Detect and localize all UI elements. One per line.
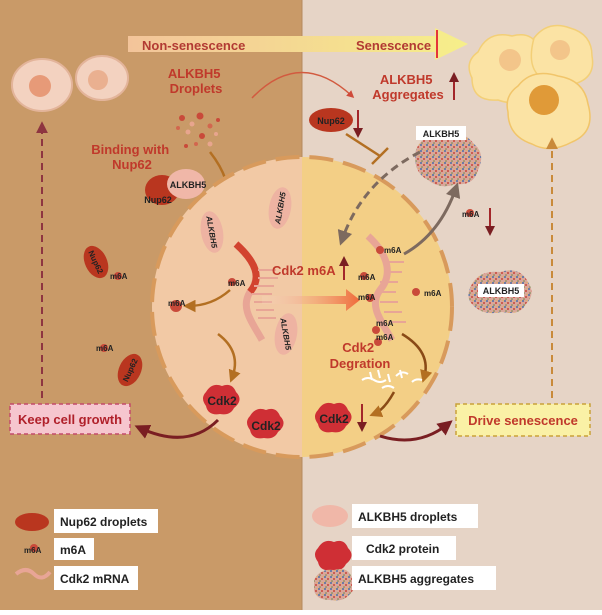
binding-with-nup62-label: Binding with Nup62 [91, 142, 173, 172]
svg-text:Nup62: Nup62 [317, 116, 345, 126]
svg-text:ALKBH5 aggregates: ALKBH5 aggregates [358, 572, 474, 586]
svg-text:m6A: m6A [424, 289, 442, 298]
nup62-cyto-1: Nup62 [83, 245, 109, 279]
alkbh5-aggregates-label: ALKBH5 Aggregates [372, 72, 444, 102]
svg-text:Cdk2: Cdk2 [251, 419, 281, 433]
translation-arrow [217, 333, 241, 383]
alkbh5-droplet-nucleus-2: ALKBH5 [268, 187, 292, 229]
center-gradient-arrow [262, 289, 360, 311]
cdk2-degration-label: Cdk2 Degration [330, 340, 391, 371]
svg-text:m6A: m6A [384, 246, 402, 255]
m6a-cyto-1: m6A [110, 272, 128, 281]
svg-text:m6A: m6A [376, 333, 394, 342]
svg-text:m6A: m6A [168, 299, 186, 308]
droplet-to-aggregate-arrow [251, 71, 355, 99]
cdk2-protein-left-2: Cdk2 [247, 408, 284, 439]
m6a-to-aggregate-arrow [403, 182, 461, 256]
alkbh5-aggregate-right: ALKBH5 [468, 270, 532, 314]
svg-text:Cdk2 mRNA: Cdk2 mRNA [60, 572, 130, 586]
alkbh5-droplet-cluster [176, 112, 220, 148]
svg-text:m6A: m6A [110, 272, 128, 281]
senescence-label: Senescence [356, 38, 431, 53]
svg-text:Cdk2: Cdk2 [207, 394, 237, 408]
svg-text:Cdk2: Cdk2 [319, 412, 349, 426]
svg-text:ALKBH5: ALKBH5 [170, 180, 207, 190]
svg-text:Cdk2 protein: Cdk2 protein [366, 542, 439, 556]
alkbh5-nup62-complex: ALKBH5 Nup62 [144, 169, 206, 205]
svg-text:ALKBH5: ALKBH5 [423, 129, 460, 139]
legend-cdk2-mrna: Cdk2 mRNA [14, 566, 138, 590]
m6a-label-on-mrna: m6A [228, 279, 246, 288]
degradation-to-cdk2-arrow [369, 391, 396, 418]
alkbh5-nuclear-import-dashed [337, 150, 421, 246]
legend-cdk2-protein: Cdk2 protein [315, 536, 456, 571]
keep-cell-growth-box: Keep cell growth [9, 403, 131, 435]
legend-alkbh5-aggregates: ALKBH5 aggregates [314, 566, 496, 601]
svg-text:Nup62 droplets: Nup62 droplets [60, 515, 148, 529]
m6a-removal-arrow [183, 289, 231, 313]
alkbh5-droplets-label: ALKBH5 Droplets [168, 66, 224, 96]
svg-text:m6A: m6A [462, 210, 480, 219]
m6a-dot [228, 278, 236, 286]
legend-alkbh5-droplets: ALKBH5 droplets [312, 504, 478, 528]
cdk2-to-growth-arrow [134, 418, 220, 439]
svg-text:ALKBH5 droplets: ALKBH5 droplets [358, 510, 458, 524]
nup62-right: Nup62 [309, 108, 353, 132]
svg-text:Nup62: Nup62 [144, 195, 172, 205]
m6a-released: m6A [168, 299, 186, 312]
alkbh5-droplet-nucleus-1: ALKBH5 [200, 211, 224, 253]
m6a-cyto-right: m6A [462, 209, 480, 219]
drive-senescence-box: Drive senescence [455, 403, 591, 437]
cdk2-protein-left-1: Cdk2 [203, 384, 240, 415]
alkbh5-droplet-nucleus-3: ALKBH5 [274, 313, 298, 355]
svg-text:ALKBH5: ALKBH5 [483, 286, 520, 296]
degraded-mrna-fragments [361, 369, 423, 389]
legend-m6a: m6A m6A [24, 538, 94, 560]
cdk2-protein-right: Cdk2 [315, 402, 352, 433]
cdk2-m6a-label: Cdk2 m6A [272, 263, 336, 278]
svg-text:m6A: m6A [60, 543, 86, 557]
svg-text:m6A: m6A [358, 273, 376, 282]
svg-text:m6A: m6A [358, 293, 376, 302]
svg-text:m6A: m6A [376, 319, 394, 328]
svg-text:m6A: m6A [24, 546, 42, 555]
svg-text:Drive senescence: Drive senescence [468, 413, 578, 428]
senescence-transition-arrow [128, 28, 468, 60]
m6a-marks-right: m6A m6A m6A m6A m6A m6A [358, 246, 442, 346]
legend-nup62-droplets: Nup62 droplets [15, 509, 158, 533]
healthy-cells [11, 55, 129, 112]
cdk2-to-senescence-arrow [379, 420, 453, 442]
cdk2-mrna-left [233, 241, 278, 342]
nucleus-left-half [150, 155, 302, 459]
non-senescence-label: Non-senescence [142, 38, 245, 53]
svg-text:m6A: m6A [96, 344, 114, 353]
m6a-cyto-2: m6A [96, 344, 114, 353]
alkbh5-aggregate-top: ALKBH5 [415, 126, 482, 187]
nup62-cyto-2: Nup62 [117, 353, 143, 387]
nup62-inhibition [345, 132, 381, 158]
mrna-to-degradation-arrow [401, 332, 433, 383]
svg-text:Keep cell growth: Keep cell growth [18, 412, 122, 427]
legend: Nup62 droplets m6A m6A Cdk2 mRNA ALKBH5 … [14, 504, 496, 601]
senescent-cells [468, 24, 594, 150]
